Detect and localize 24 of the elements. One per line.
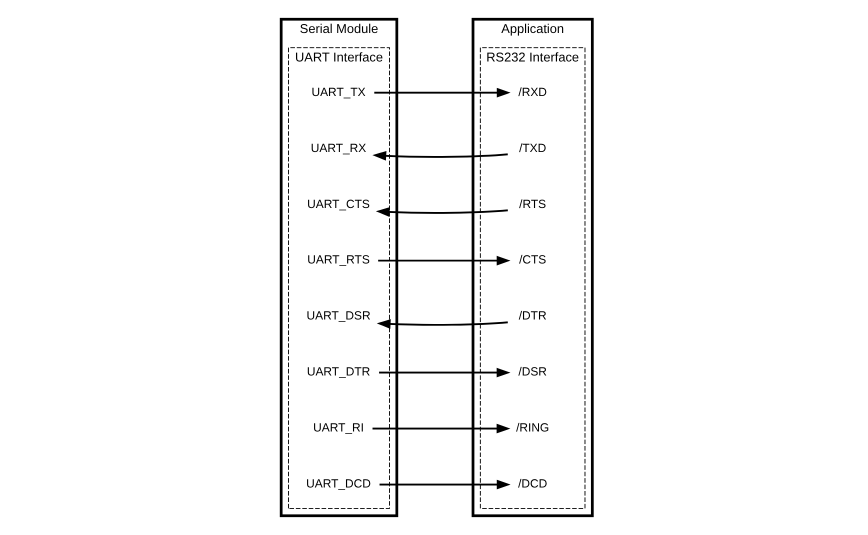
arrow xyxy=(379,368,510,378)
node-text: UART_DSR xyxy=(306,308,371,323)
arrow xyxy=(374,88,511,98)
arrow xyxy=(372,424,510,434)
node-text: UART_DCD xyxy=(306,476,371,491)
node-text: UART_RI xyxy=(313,420,364,435)
node-text: /DCD xyxy=(518,476,548,491)
arrow xyxy=(376,319,508,329)
arrow xyxy=(380,480,511,490)
node-text: /TXD xyxy=(519,140,546,155)
node-text: UART_RX xyxy=(310,140,366,155)
node-text: UART_DTR xyxy=(306,364,370,379)
node-text: UART_CTS xyxy=(307,196,370,211)
node-text: UART_TX xyxy=(311,84,366,99)
arrow xyxy=(372,151,508,161)
node-text: UART_RTS xyxy=(307,252,370,267)
node-text: /DTR xyxy=(518,308,547,323)
node-text: /CTS xyxy=(519,252,546,267)
node-text: /RXD xyxy=(518,84,547,99)
node-text: /DSR xyxy=(518,364,547,379)
arrow xyxy=(378,256,510,266)
node-text: /RING xyxy=(516,420,550,435)
arrow xyxy=(376,207,508,217)
node-text: /RTS xyxy=(519,196,546,211)
